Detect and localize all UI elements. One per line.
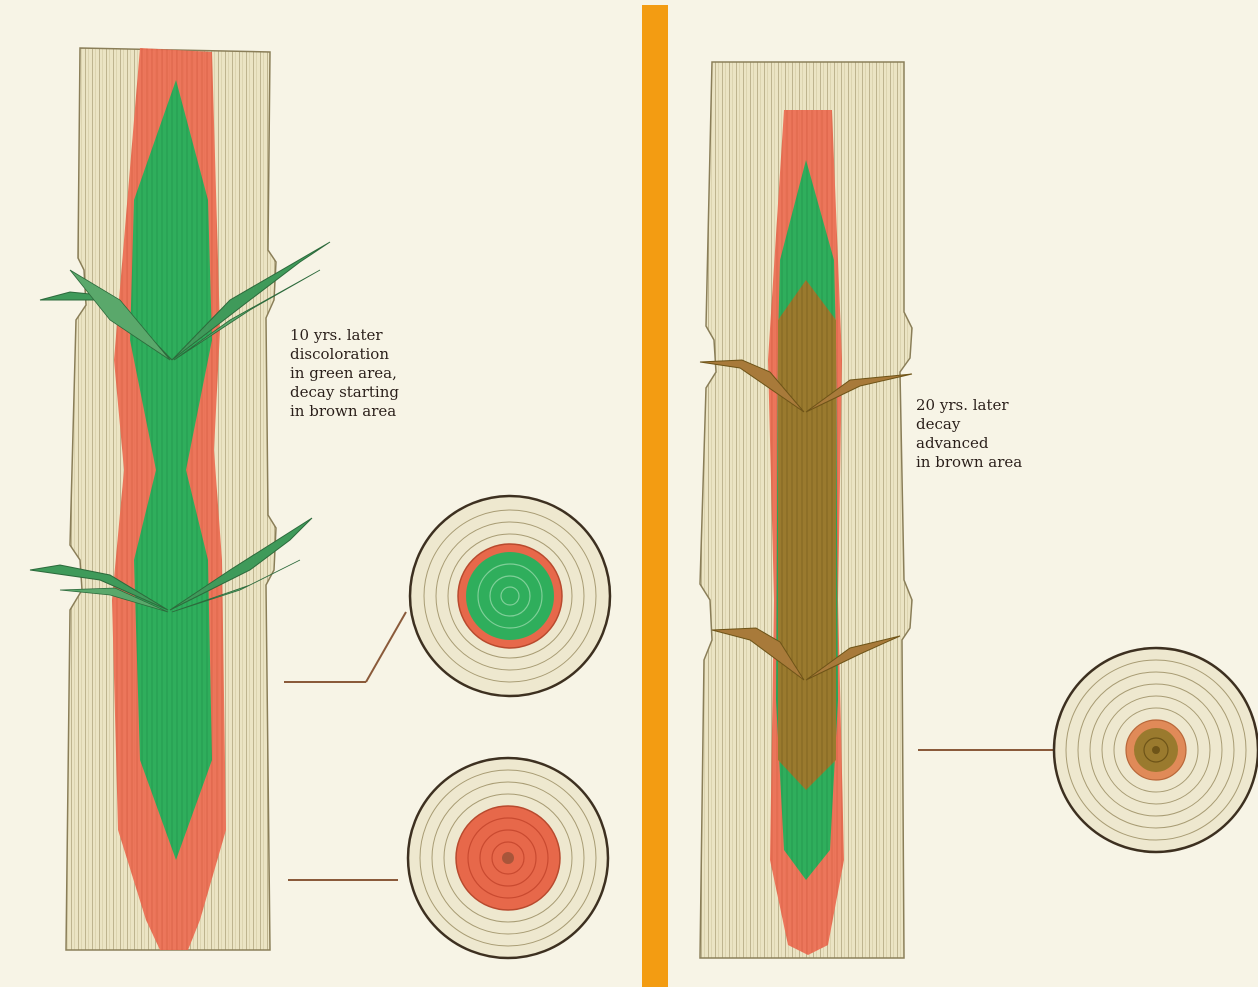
cross-section-10-lower	[288, 758, 608, 958]
cross-section-10-upper	[284, 496, 610, 696]
caption-10-years: 10 yrs. later discoloration in green are…	[290, 326, 440, 421]
stem-10-years	[30, 48, 330, 950]
stem-20-years	[700, 62, 912, 958]
caption-20-years: 20 yrs. later decay advanced in brown ar…	[916, 396, 1056, 472]
stem-20-decay-zone	[778, 280, 836, 790]
cross-section-20	[918, 648, 1258, 852]
panel-divider	[642, 5, 668, 987]
